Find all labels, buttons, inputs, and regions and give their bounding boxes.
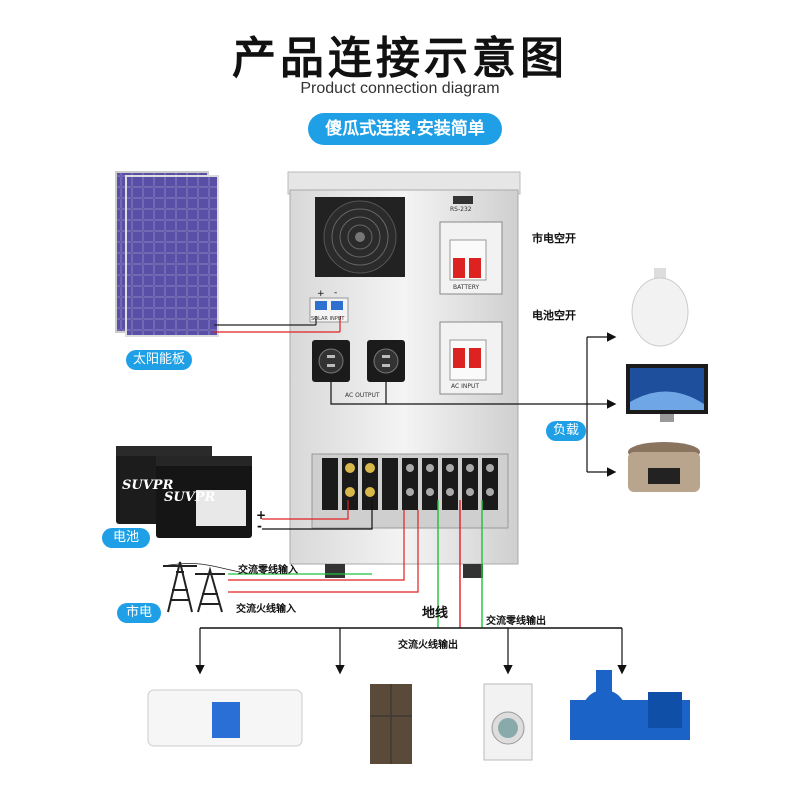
socket-icon — [312, 340, 350, 382]
washing-machine-icon — [483, 683, 533, 761]
live-out-label: 交流火线输出 — [398, 640, 458, 651]
battery-brand-front: SUVPR — [164, 490, 216, 505]
page-subtitle: Product connection diagram — [300, 80, 500, 97]
neutral-out-label: 交流零线输出 — [486, 616, 546, 627]
socket-icon — [367, 340, 405, 382]
battery-icon — [116, 446, 252, 538]
neutral-in-label: 交流零线输入 — [238, 565, 298, 576]
tagline-badge: 傻瓜式连接.安装简单 — [308, 113, 502, 145]
fan-icon — [315, 197, 405, 277]
ac-input-tag: AC INPUT — [451, 383, 480, 390]
monitor-icon — [626, 364, 708, 422]
battery-breaker-label: 电池空开 — [532, 309, 576, 322]
ac-output-tag: AC OUTPUT — [345, 392, 380, 399]
solar-plus-sign: + — [317, 289, 325, 299]
page-title: 产品连接示意图 — [232, 33, 568, 84]
grid-badge: 市电 — [117, 603, 161, 623]
breaker-icon — [439, 321, 503, 395]
inverter-cabinet-icon — [287, 171, 521, 578]
solar-input-tag: SOLAR INPUT — [311, 316, 345, 322]
solar-badge: 太阳能板 — [126, 350, 192, 370]
rs232-label: RS-232 — [450, 206, 472, 213]
ground-label: 地线 — [422, 606, 449, 621]
water-pump-icon — [570, 670, 690, 740]
rice-cooker-icon — [628, 442, 700, 492]
live-in-label: 交流火线输入 — [236, 604, 296, 615]
light-bulb-icon — [631, 268, 689, 347]
battery-plus-sign: + — [256, 508, 267, 522]
breaker-icon — [439, 221, 503, 295]
power-tower-icon — [162, 561, 241, 613]
grid-breaker-label: 市电空开 — [532, 232, 576, 245]
battery-badge: 电池 — [102, 528, 150, 548]
battery-tag: BATTERY — [453, 284, 480, 291]
solar-panel-icon — [115, 171, 219, 337]
battery-brand-back: SUVPR — [122, 478, 174, 493]
air-conditioner-icon — [147, 689, 303, 747]
battery-minus-sign: - — [257, 519, 262, 533]
solar-minus-sign: - — [334, 288, 338, 298]
refrigerator-icon — [370, 684, 412, 764]
load-badge: 负载 — [546, 421, 586, 441]
